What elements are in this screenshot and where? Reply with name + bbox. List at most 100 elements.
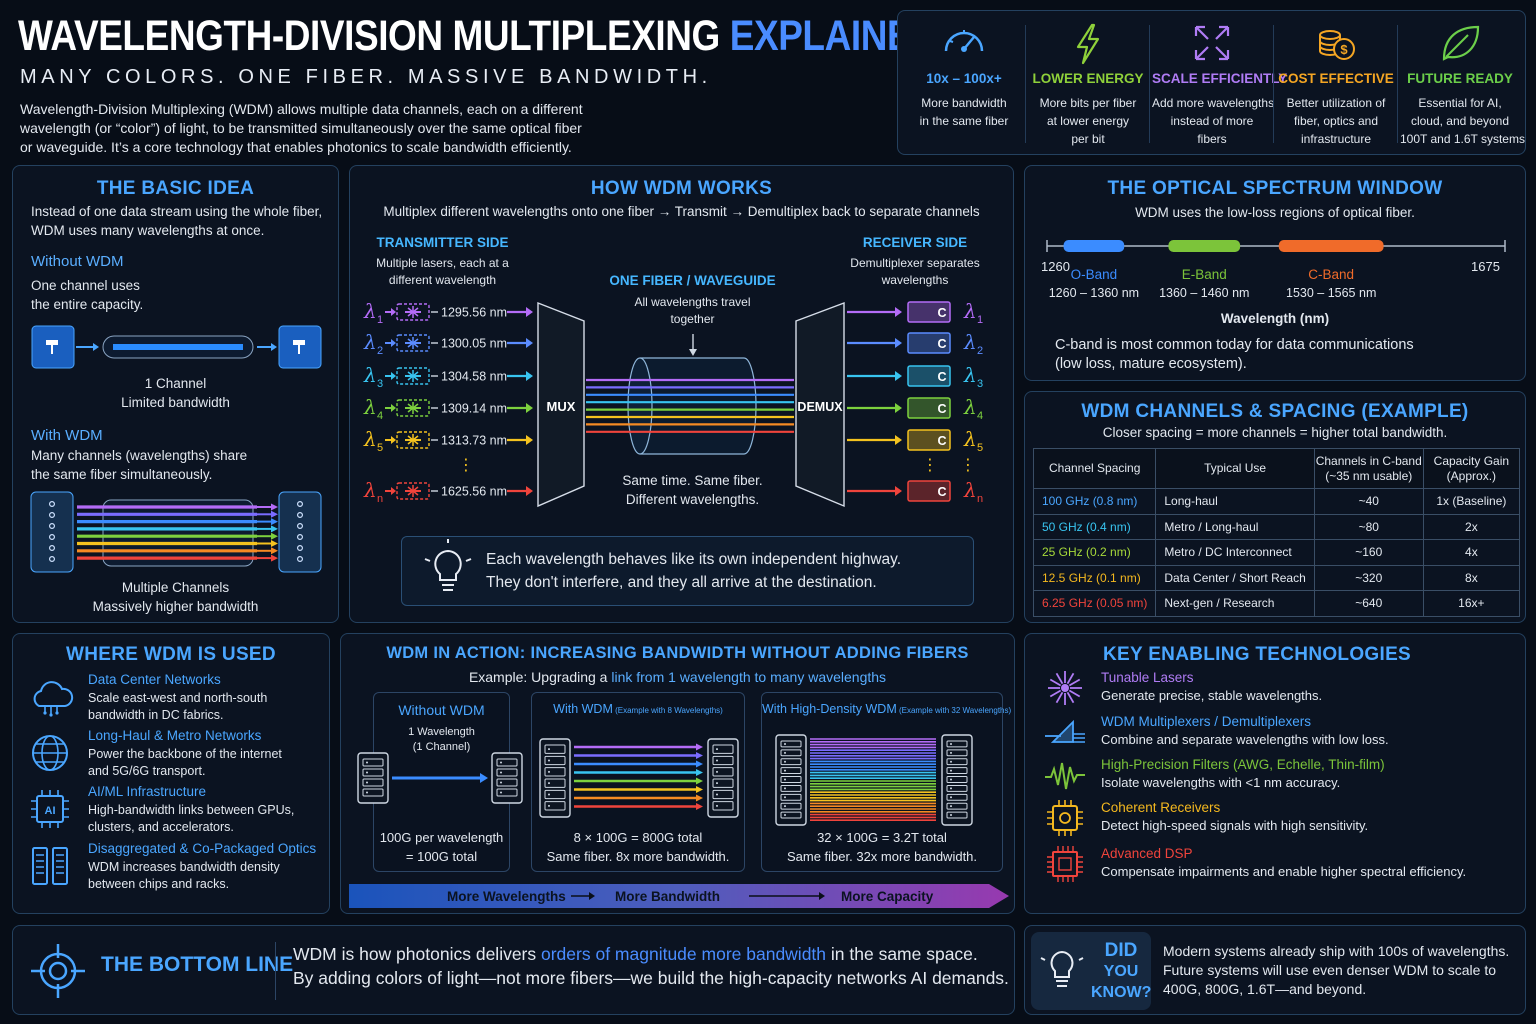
laser-icon	[396, 367, 430, 385]
tagline: MANY COLORS. ONE FIBER. MASSIVE BANDWIDT…	[20, 66, 712, 88]
expand-arrows-icon	[1194, 25, 1230, 61]
benefit-divider	[1273, 25, 1274, 143]
svg-text:$: $	[1340, 42, 1348, 57]
page-title: WAVELENGTH-DIVISION MULTIPLEXING EXPLAIN…	[18, 12, 938, 61]
svg-text:4: 4	[377, 410, 383, 422]
svg-text:E-Band: E-Band	[1182, 267, 1227, 282]
photodetector-icon	[907, 397, 951, 419]
table-cell: ~160	[1313, 539, 1424, 566]
benefit-title: LOWER ENERGY	[1032, 71, 1144, 86]
wavelength-line	[77, 503, 278, 511]
photodetector-icon	[907, 365, 951, 387]
wavelength-line	[77, 547, 278, 555]
use-case-desc: High-bandwidth links between GPUs,cluste…	[88, 803, 295, 834]
server-icon	[491, 752, 523, 804]
table-cell: 4x	[1422, 539, 1521, 566]
fiber-caption: Same time. Same fiber. Different wavelen…	[622, 473, 763, 507]
photodetector-icon	[907, 480, 951, 502]
transmitter-array-icon	[30, 491, 74, 573]
tech-title: KEY ENABLING TECHNOLOGIES	[1103, 644, 1412, 665]
benefit-divider	[1025, 25, 1026, 143]
svg-text:λ: λ	[963, 395, 977, 419]
column-header: Channel Spacing	[1032, 448, 1157, 489]
photodetector-icon	[907, 429, 951, 451]
benefit-title: 10x – 100x+	[926, 71, 1002, 86]
tip-text: Each wavelength behaves like its own ind…	[486, 551, 902, 591]
table-row: 25 GHz (0.2 nm)Metro / DC Interconnect~1…	[1032, 539, 1521, 566]
table-cell: 50 GHz (0.4 nm)	[1032, 513, 1157, 540]
bottom-line-title: THE BOTTOM LINE	[101, 953, 294, 976]
mux-prism-icon	[1045, 719, 1085, 743]
optical-fiber	[586, 357, 794, 455]
svg-text:λ: λ	[963, 299, 977, 323]
svg-text:λ: λ	[363, 363, 377, 387]
how-wdm-works-panel: HOW WDM WORKS Multiplex different wavele…	[349, 165, 1014, 623]
tech-desc: Isolate wavelengths with <1 nm accuracy.	[1101, 775, 1341, 790]
action-example: Example: Upgrading a link from 1 wavelen…	[468, 669, 887, 685]
wavelength-line	[77, 540, 278, 547]
multi-channel-caption: Multiple Channels Massively higher bandw…	[92, 580, 259, 614]
spectrum-note: C-band is most common today for data com…	[1055, 337, 1414, 372]
photodetector-icon	[907, 301, 951, 323]
use-case-title: Long-Haul & Metro Networks	[88, 728, 262, 743]
svg-text:1530 – 1565 nm: 1530 – 1565 nm	[1286, 286, 1376, 300]
globe-icon	[32, 735, 68, 771]
demux-block: DEMUX	[795, 301, 845, 508]
table-cell: 2x	[1422, 513, 1521, 540]
dyk-badge: DID YOU KNOW?	[1031, 932, 1151, 1010]
flow-step-1: More Wavelengths	[447, 889, 566, 904]
mux-block: MUX	[537, 301, 585, 508]
table-cell: 12.5 GHz (0.1 nm)	[1032, 564, 1157, 591]
svg-text:λ: λ	[363, 478, 377, 502]
svg-text:5: 5	[977, 442, 983, 454]
scenario-diagram	[357, 752, 523, 804]
table-cell: Long-haul	[1155, 488, 1315, 515]
benefit-divider	[1397, 25, 1398, 143]
ellipsis: ⋮	[960, 455, 976, 474]
wavelength-line	[77, 554, 278, 562]
tech-desc: Compensate impairments and enable higher…	[1101, 864, 1467, 879]
wavelength-nm-label: 1300.05 nm	[441, 337, 507, 351]
svg-text:1: 1	[977, 314, 983, 326]
with-wdm-desc: Many channels (wavelengths) share the sa…	[31, 448, 248, 482]
scenario-title: With WDM (Example with 8 Wavelengths)	[553, 702, 723, 716]
tx-title: TRANSMITTER SIDE	[376, 235, 509, 250]
use-case-title: Data Center Networks	[88, 672, 221, 687]
wavelength-line	[77, 525, 278, 533]
tech-title: WDM Multiplexers / Demultiplexers	[1101, 714, 1312, 729]
axis-max-label: 1675	[1471, 259, 1500, 274]
wavelength-nm-label: 1313.73 nm	[441, 434, 507, 448]
basic-idea-panel: THE BASIC IDEA Instead of one data strea…	[12, 165, 339, 623]
ellipsis: ⋮	[458, 455, 474, 474]
how-title: HOW WDM WORKS	[590, 178, 773, 199]
svg-text:DEMUX: DEMUX	[797, 400, 843, 414]
tech-item: High-Precision Filters (AWG, Echelle, Th…	[1039, 755, 1519, 797]
use-case-title: Disaggregated & Co-Packaged Optics	[88, 841, 317, 856]
tip-box: Each wavelength behaves like its own ind…	[401, 536, 974, 606]
svg-text:n: n	[977, 493, 983, 505]
table-cell: 25 GHz (0.2 nm)	[1032, 539, 1157, 566]
fiber-desc: All wavelengths travel together	[634, 295, 751, 326]
lightning-icon	[1076, 23, 1100, 65]
laser-icon	[396, 399, 430, 417]
scenario-title: Without WDM	[398, 702, 485, 718]
svg-text:C: C	[937, 306, 946, 320]
single-channel-diagram	[31, 325, 322, 369]
table-subtitle: Closer spacing = more channels = higher …	[1102, 425, 1448, 440]
